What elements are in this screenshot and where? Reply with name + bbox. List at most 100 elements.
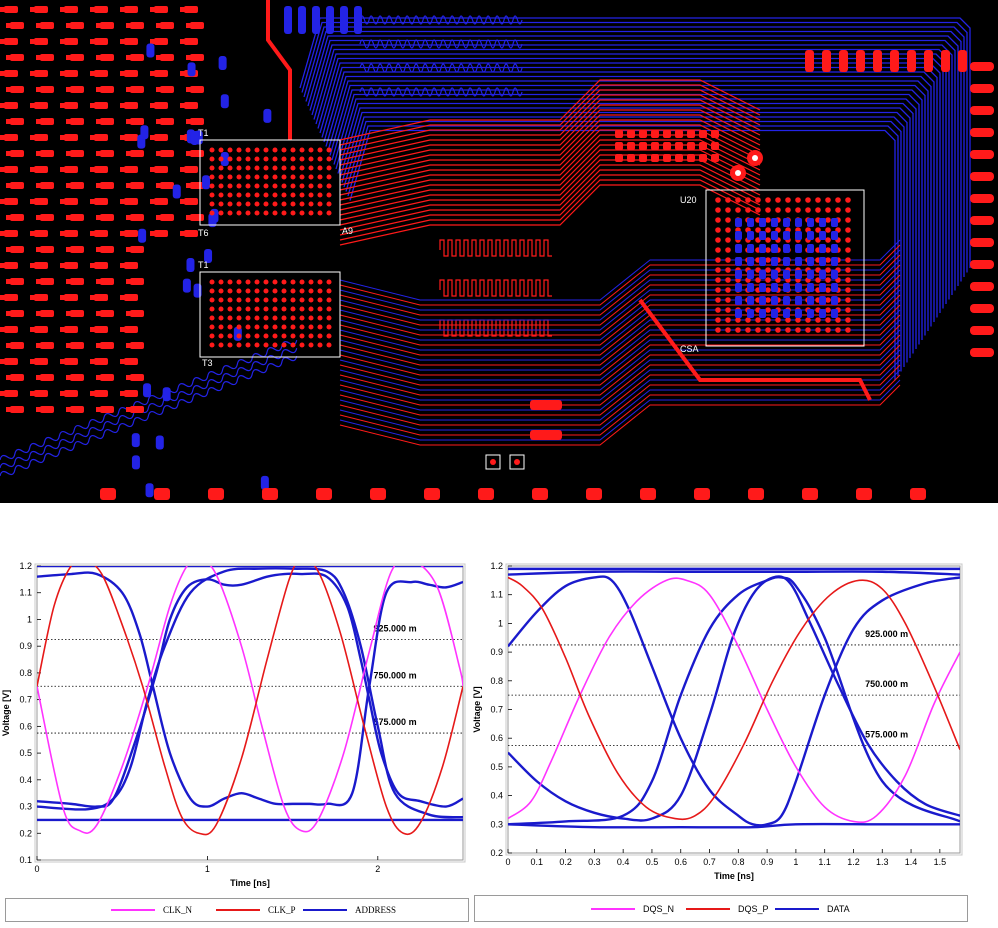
pcb-via [490,459,496,465]
pcb-pad [34,390,48,397]
pcb-trace [339,179,761,241]
bga-ball [326,288,332,294]
pcb-pad [699,154,707,162]
pcb-pad [771,257,778,266]
pcb-pad [60,103,65,108]
pcb-pad [66,87,71,92]
pcb-pad [4,262,18,269]
pcb-pad [856,488,872,500]
pcb-pad [34,230,48,237]
pcb-pad [70,182,84,189]
bga-ball [317,297,323,303]
pcb-pad [970,326,994,335]
pcb-pad [711,154,719,162]
pcb-pad [64,230,78,237]
pcb-pad [34,6,48,13]
pcb-pad [807,296,814,305]
pcb-pad [759,283,766,292]
bga-ball [299,279,305,285]
bga-ball [825,307,831,313]
y-tick-label: 0.2 [19,828,32,838]
pcb-trace [339,319,901,381]
x-tick-label: 0.6 [674,857,687,867]
pcb-trace [339,254,901,316]
bga-ball [835,207,841,213]
pcb-pad [100,406,114,413]
pcb-pad [126,151,131,156]
chart-1-legend: CLK_N CLK_P ADDRESS [5,898,469,922]
pcb-pad [40,54,54,61]
pcb-label-u1-ref-bottom: T6 [198,228,209,238]
pcb-pad [36,343,41,348]
y-tick-label: 0.4 [19,775,32,785]
bga-ball [272,342,278,348]
pcb-pad [100,310,114,317]
legend-swatch-data [775,907,819,910]
pcb-pad [180,231,185,236]
pcb-pad [40,150,54,157]
legend-label-clk-p: CLK_P [268,905,296,915]
pcb-meander-trace [439,279,552,297]
pcb-pad [60,295,65,300]
pcb-trace [339,309,901,371]
pcb-pad [96,375,101,380]
pcb-pad [478,488,494,500]
bga-ball [755,277,761,283]
pcb-pad [120,327,125,332]
pcb-pad [90,39,95,44]
bga-ball [715,227,721,233]
bga-ball [785,317,791,323]
pcb-pad [424,488,440,500]
y-tick-label: 1 [498,618,503,628]
pcb-pad [96,279,101,284]
x-tick-label: 0.8 [732,857,745,867]
bga-ball [254,174,260,180]
bga-ball [735,327,741,333]
bga-ball [281,288,287,294]
pcb-pad [4,102,18,109]
threshold-label: 575.000 m [374,717,417,727]
bga-ball [308,201,314,207]
bga-ball [317,183,323,189]
bga-ball [281,297,287,303]
pcb-pad [60,199,65,204]
pcb-pad [819,283,826,292]
y-tick-label: 0.7 [19,695,32,705]
bga-ball [755,327,761,333]
pcb-pad [890,50,899,72]
pcb-pad [150,39,155,44]
bga-ball [765,197,771,203]
bga-ball [254,210,260,216]
bga-ball [326,210,332,216]
pcb-pad [90,135,95,140]
bga-ball [263,147,269,153]
bga-ball [263,288,269,294]
bga-ball [290,174,296,180]
pcb-pad [40,374,54,381]
pcb-pad [150,103,155,108]
pcb-pad [130,118,144,125]
pcb-pad [186,119,191,124]
bga-ball [290,297,296,303]
pcb-pad [126,87,131,92]
pcb-pad [126,279,131,284]
bga-ball [272,279,278,285]
pcb-pad [783,257,790,266]
pcb-pad [6,343,11,348]
bga-ball [299,192,305,198]
y-tick-label: 1.1 [490,590,503,600]
bga-ball [272,297,278,303]
pcb-pad [694,488,710,500]
bga-ball [825,287,831,293]
pcb-pad [663,142,671,150]
pcb-pad [941,50,950,72]
bga-ball [725,277,731,283]
bga-ball [775,327,781,333]
pcb-pad [873,50,882,72]
pcb-pad [819,296,826,305]
pcb-pad [4,6,18,13]
pcb-trace [339,154,761,216]
y-tick-label: 0.4 [490,791,503,801]
pcb-pad [627,154,635,162]
